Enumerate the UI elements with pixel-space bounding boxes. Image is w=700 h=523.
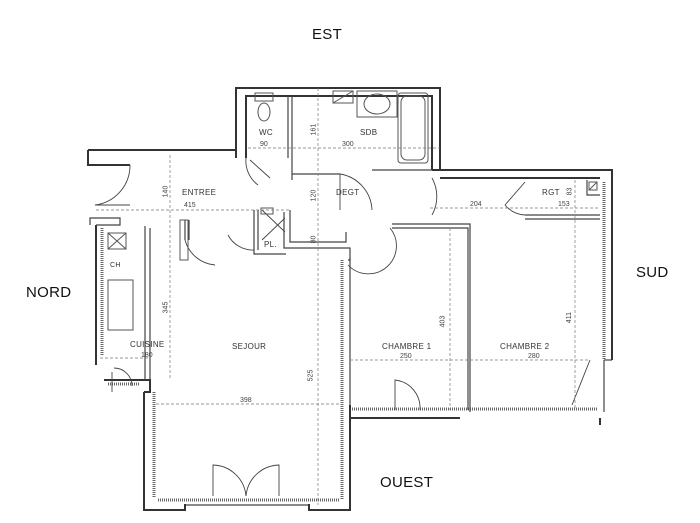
dim-entree-width: 415: [184, 202, 196, 209]
compass-east: EST: [312, 26, 343, 43]
stove-icon: [107, 279, 134, 331]
fixture-label-ch: CH: [110, 262, 121, 269]
radiator-icon: [260, 207, 274, 215]
toilet-bowl-icon: [257, 102, 271, 122]
room-label-cuisine: CUISINE: [130, 340, 165, 349]
room-label-wc: WC: [259, 128, 273, 137]
counter-icon: [107, 232, 127, 250]
room-label-degt: DEGT: [336, 188, 360, 197]
dim-sejour-height: 525: [307, 369, 315, 382]
dim-wc-width: 90: [260, 141, 268, 148]
dim-rgt-width: 153: [558, 201, 570, 208]
compass-north: NORD: [26, 284, 72, 301]
dim-entree-height: 140: [162, 185, 170, 198]
shower-drain-icon: [332, 90, 354, 104]
room-label-chambre1: CHAMBRE 1: [382, 342, 432, 351]
dim-corridor: 204: [470, 201, 482, 208]
dim-sejour-width: 398: [240, 397, 252, 404]
duct-icon: [588, 181, 598, 191]
bathtub-icon: [397, 92, 429, 164]
dim-chambre1-width: 250: [400, 353, 412, 360]
room-label-chambre2: CHAMBRE 2: [500, 342, 550, 351]
interior-walls: [89, 96, 600, 412]
room-label-placard: PL.: [264, 240, 277, 249]
dim-degt-height: 120: [310, 189, 318, 202]
dim-placard-height: 80: [310, 235, 318, 244]
outer-walls: [87, 87, 613, 511]
dim-sdb-width: 300: [342, 141, 354, 148]
dim-chambre2-height: 411: [566, 311, 574, 324]
dim-chambre2-width: 280: [528, 353, 540, 360]
dim-chambre1-height: 403: [439, 315, 447, 328]
compass-south: SUD: [636, 264, 669, 281]
room-label-sejour: SEJOUR: [232, 342, 267, 351]
dim-sdb-height: 161: [310, 123, 318, 136]
room-label-sdb: SDB: [360, 128, 378, 137]
radiator-icon: [179, 219, 189, 261]
dim-cuisine-height: 345: [162, 301, 170, 314]
sink-counter-icon: [356, 90, 398, 118]
fixtures: [107, 90, 598, 331]
dimension-lines: [96, 88, 600, 505]
dim-rgt-height: 83: [566, 187, 574, 196]
dim-cuisine-width: 180: [141, 352, 153, 359]
sink-icon: [363, 93, 391, 115]
compass-west: OUEST: [380, 474, 434, 491]
room-label-rgt: RGT: [542, 188, 560, 197]
toilet-tank-icon: [254, 92, 274, 102]
room-label-entree: ENTREE: [182, 188, 217, 197]
